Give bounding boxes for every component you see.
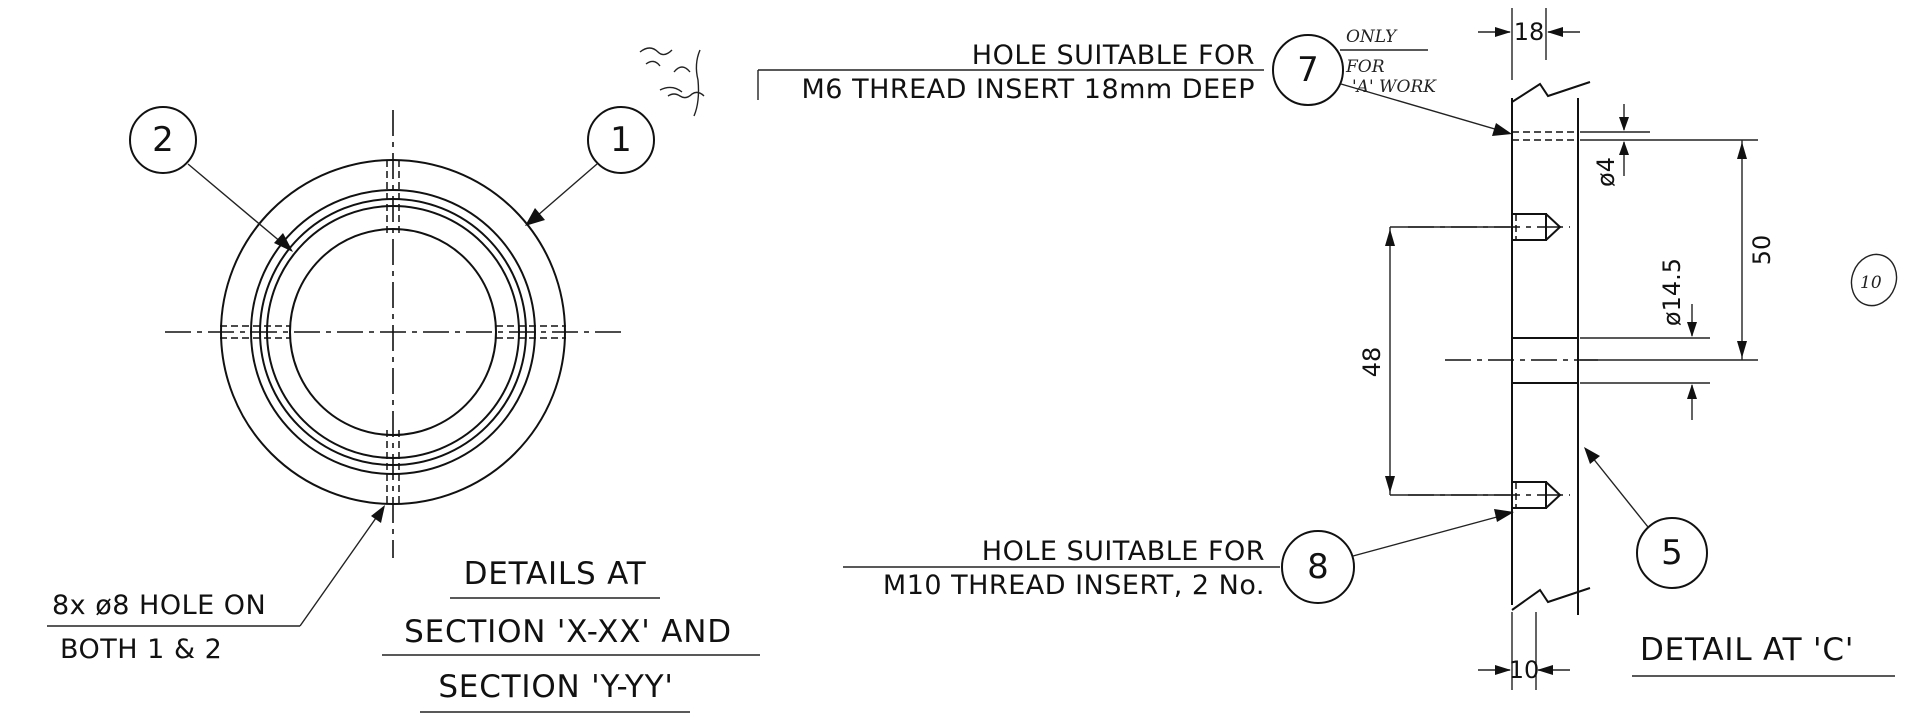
details-title-line2: SECTION 'X-XX' AND [404, 614, 732, 650]
dim-48: 48 [1358, 347, 1386, 378]
break-line-top [1511, 81, 1591, 103]
hand-note-for: FOR [1345, 57, 1385, 77]
hole-m6-note: HOLE SUITABLE FOR M6 THREAD INSERT 18mm … [757, 40, 1264, 105]
page-number-mark: 10 [1850, 253, 1898, 307]
detail-c-title: DETAIL AT 'C' [1640, 632, 1854, 668]
section-titles: DETAILS AT SECTION 'X-XX' AND SECTION 'Y… [382, 556, 760, 713]
balloon-2-label: 2 [152, 120, 174, 160]
leader-7-arrow [1492, 123, 1512, 136]
leader-7 [1340, 83, 1506, 133]
dim-10: 10 [1509, 656, 1540, 684]
leader-5 [1587, 451, 1649, 528]
handwritten-scribble [639, 47, 705, 117]
leader-8-arrow [1494, 509, 1514, 522]
balloon-2 [129, 106, 197, 174]
leader-1 [529, 163, 598, 223]
balloon-8 [1281, 530, 1355, 604]
details-title-line3: SECTION 'Y-YY' [438, 669, 673, 705]
leader-8 [1352, 513, 1509, 557]
balloon-1-label: 1 [610, 120, 632, 160]
balloon-8-label: 8 [1307, 547, 1329, 587]
page-number: 10 [1860, 273, 1882, 293]
holes-note-line2: BOTH 1 & 2 [60, 634, 222, 665]
hole-m6-line1: HOLE SUITABLE FOR [972, 40, 1255, 71]
break-line-bottom [1511, 587, 1591, 611]
holes-note-line1: 8x ø8 HOLE ON [52, 590, 266, 621]
hole-m6-line2: M6 THREAD INSERT 18mm DEEP [802, 74, 1255, 105]
hand-note-only: ONLY [1346, 27, 1398, 47]
leader-holes [299, 507, 384, 627]
hole-m10-line2: M10 THREAD INSERT, 2 No. [883, 570, 1265, 601]
leader-2 [187, 163, 289, 249]
section-view: 2 1 8x ø8 HOLE ON BOTH 1 & 2 [47, 106, 655, 665]
dim-50: 50 [1748, 235, 1776, 266]
leader-holes-arrow [371, 505, 385, 523]
balloon-5 [1636, 517, 1708, 589]
balloon-7-label: 7 [1297, 50, 1319, 90]
hole-m10-line1: HOLE SUITABLE FOR [982, 536, 1265, 567]
balloon-7 [1272, 34, 1344, 106]
leader-2-arrow [274, 233, 293, 252]
balloon-1 [587, 106, 655, 174]
balloon-5-label: 5 [1661, 533, 1683, 573]
hand-note-awork: 'A' WORK [1352, 77, 1437, 97]
leader-1-arrow [525, 208, 545, 226]
details-title-line1: DETAILS AT [464, 556, 647, 592]
hole-m10-note: HOLE SUITABLE FOR M10 THREAD INSERT, 2 N… [843, 536, 1280, 601]
hidden-hole-lines [220, 160, 566, 505]
detail-c: 48 50 ø4 ø14.5 18 [1358, 8, 1895, 690]
leader-5-arrow [1584, 447, 1600, 464]
dim-18: 18 [1514, 18, 1545, 46]
dim-dia-large: ø14.5 [1658, 258, 1686, 326]
dim-dia-small: ø4 [1592, 157, 1620, 187]
